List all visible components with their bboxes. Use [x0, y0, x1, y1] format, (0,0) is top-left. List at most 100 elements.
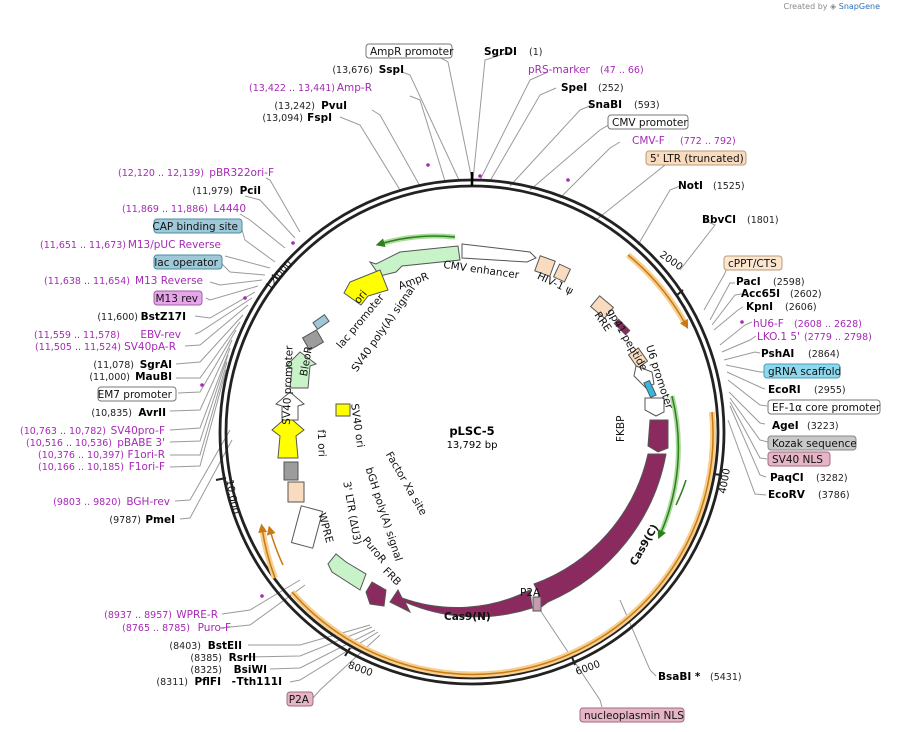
hiv-psi-box[interactable] — [534, 255, 556, 277]
label-pvui[interactable]: PvuI — [321, 100, 347, 112]
label-fspi[interactable]: FspI — [307, 112, 332, 124]
label-hu6-f[interactable]: hU6-F — [753, 318, 784, 330]
label-bbvci[interactable]: BbvCI — [702, 214, 736, 226]
label-nucleoplasmin[interactable]: nucleoplasmin NLS — [584, 710, 684, 722]
label-em7[interactable]: EM7 promoter — [98, 389, 173, 401]
credit-brand[interactable]: SnapGene — [838, 2, 880, 11]
label-sgrdi[interactable]: SgrDI — [484, 46, 517, 58]
label-ef1a[interactable]: EF-1α core promoter — [772, 402, 881, 414]
primer-marker — [291, 241, 295, 245]
label-pflfi[interactable]: PflFI — [194, 676, 221, 688]
pos-bbvci: (1801) — [747, 215, 779, 226]
bgh-box[interactable] — [283, 461, 299, 481]
label-m13rev[interactable]: M13 rev — [155, 293, 198, 305]
ltr3-box[interactable] — [287, 481, 305, 503]
label-ampr-promoter[interactable]: AmpR promoter — [370, 46, 454, 58]
ori-arrow[interactable] — [343, 269, 389, 306]
label-bsiwi[interactable]: BsiWI — [234, 664, 267, 676]
wpre-box[interactable] — [290, 505, 324, 549]
label-ebv-rev[interactable]: EBV-rev — [140, 329, 181, 341]
lac-box[interactable] — [312, 314, 330, 330]
primer-marker — [243, 296, 247, 300]
label-ecori[interactable]: EcoRI — [768, 384, 801, 396]
label-puro-f[interactable]: Puro-F — [198, 622, 231, 634]
bleor-arrow[interactable] — [285, 351, 318, 389]
label-f1ori-f[interactable]: F1ori-F — [129, 461, 165, 473]
label-prs-marker[interactable]: pRS-marker — [528, 64, 591, 76]
label-paqci[interactable]: PaqCI — [770, 472, 804, 484]
label-tth111i[interactable]: Tth111I — [237, 676, 282, 688]
box-ampr-promoter — [365, 43, 453, 59]
label-sv40nls[interactable]: SV40 NLS — [772, 454, 823, 466]
label-lko[interactable]: LKO.1 5' — [757, 331, 800, 343]
label-sspi[interactable]: SspI — [379, 64, 404, 76]
feature-label-cas9n: Cas9(N) — [444, 611, 491, 623]
f1-ori-arrow[interactable] — [271, 415, 305, 459]
orf-arcs — [258, 233, 717, 678]
box-m13rev — [153, 290, 203, 306]
ef1a-arrow[interactable] — [644, 397, 665, 417]
label-cap[interactable]: CAP binding site — [152, 221, 238, 233]
label-bsabi[interactable]: BsaBI * — [658, 671, 701, 683]
pos-sgrdi: (1) — [529, 47, 542, 58]
cmv-enhancer-arrow[interactable] — [461, 243, 537, 263]
label-spei[interactable]: SpeI — [561, 82, 587, 94]
puror-arrow[interactable] — [327, 553, 367, 591]
label-agei[interactable]: AgeI — [772, 420, 799, 432]
label-cmv-f[interactable]: CMV-F — [632, 135, 665, 147]
box-cmv-promoter — [607, 114, 689, 130]
label-bsteii[interactable]: BstEII — [208, 640, 242, 652]
label-bstz17i[interactable]: BstZ17I — [141, 311, 186, 323]
label-sv40pa-r[interactable]: SV40pA-R — [124, 341, 176, 353]
grna-box[interactable] — [643, 379, 657, 399]
rre-box[interactable] — [589, 295, 615, 319]
label-l4440[interactable]: L4440 — [213, 203, 246, 215]
orf-arc — [627, 254, 689, 329]
gp41-box[interactable] — [613, 318, 631, 336]
label-m13rev-p[interactable]: M13 Reverse — [135, 275, 203, 287]
label-f1ori-r[interactable]: F1ori-R — [128, 449, 165, 461]
label-pshai[interactable]: PshAI — [761, 348, 794, 360]
label-pbabe3[interactable]: pBABE 3' — [117, 437, 165, 449]
label-avrii[interactable]: AvrII — [138, 407, 166, 419]
label-acc65i[interactable]: Acc65I — [741, 288, 780, 300]
hiv-psi-box-2[interactable] — [552, 263, 572, 283]
p2a-box[interactable] — [532, 596, 542, 612]
cas9n-arrow[interactable] — [389, 589, 533, 618]
label-lacop[interactable]: lac operator — [154, 257, 218, 269]
box-grna — [763, 363, 841, 379]
label-amp-r[interactable]: Amp-R — [337, 82, 372, 94]
fkbp-arrow[interactable] — [647, 419, 669, 453]
label-sgrai[interactable]: SgrAI — [140, 359, 172, 371]
label-cmv-promoter[interactable]: CMV promoter — [612, 117, 688, 129]
label-pcii[interactable]: PciI — [240, 185, 261, 197]
label-ltr[interactable]: 5' LTR (truncated) — [650, 153, 744, 165]
credit: Created by ◈ SnapGene — [783, 2, 880, 11]
label-sv40pro-f[interactable]: SV40pro-F — [111, 425, 165, 437]
label-noti[interactable]: NotI — [678, 180, 703, 192]
label-p2a-box[interactable]: P2A — [289, 694, 310, 706]
cppt-box[interactable] — [627, 347, 649, 369]
frb-arrow[interactable] — [365, 581, 387, 607]
feature-label-f1: f1 ori — [315, 429, 328, 457]
sv40pa-box[interactable] — [301, 329, 325, 351]
label-wpre-r[interactable]: WPRE-R — [176, 609, 218, 621]
pos-snabi: (593) — [634, 100, 660, 111]
label-snabi[interactable]: SnaBI — [588, 99, 622, 111]
label-maubi[interactable]: MauBI — [135, 371, 172, 383]
label-paci[interactable]: PacI — [736, 276, 761, 288]
label-kozak[interactable]: Kozak sequence — [772, 438, 857, 450]
label-m13puc[interactable]: M13/pUC Reverse — [128, 239, 221, 251]
label-grna[interactable]: gRNA scaffold — [768, 366, 841, 378]
label-cppt[interactable]: cPPT/CTS — [728, 258, 777, 270]
feature-label-cmv: CMV enhancer — [443, 259, 521, 282]
label-pbr322[interactable]: pBR322ori-F — [209, 167, 274, 179]
label-ecorv[interactable]: EcoRV — [768, 489, 806, 501]
pos-sv40pa-r: (11,505 .. 11,524) — [35, 342, 121, 353]
label-bgh-rev[interactable]: BGH-rev — [126, 496, 170, 508]
sv40ori-box[interactable] — [335, 403, 351, 417]
label-rsrii[interactable]: RsrII — [229, 652, 256, 664]
sv40-promoter-arrow[interactable] — [275, 391, 305, 421]
label-kpni[interactable]: KpnI — [746, 301, 773, 313]
label-pmei[interactable]: PmeI — [145, 514, 175, 526]
